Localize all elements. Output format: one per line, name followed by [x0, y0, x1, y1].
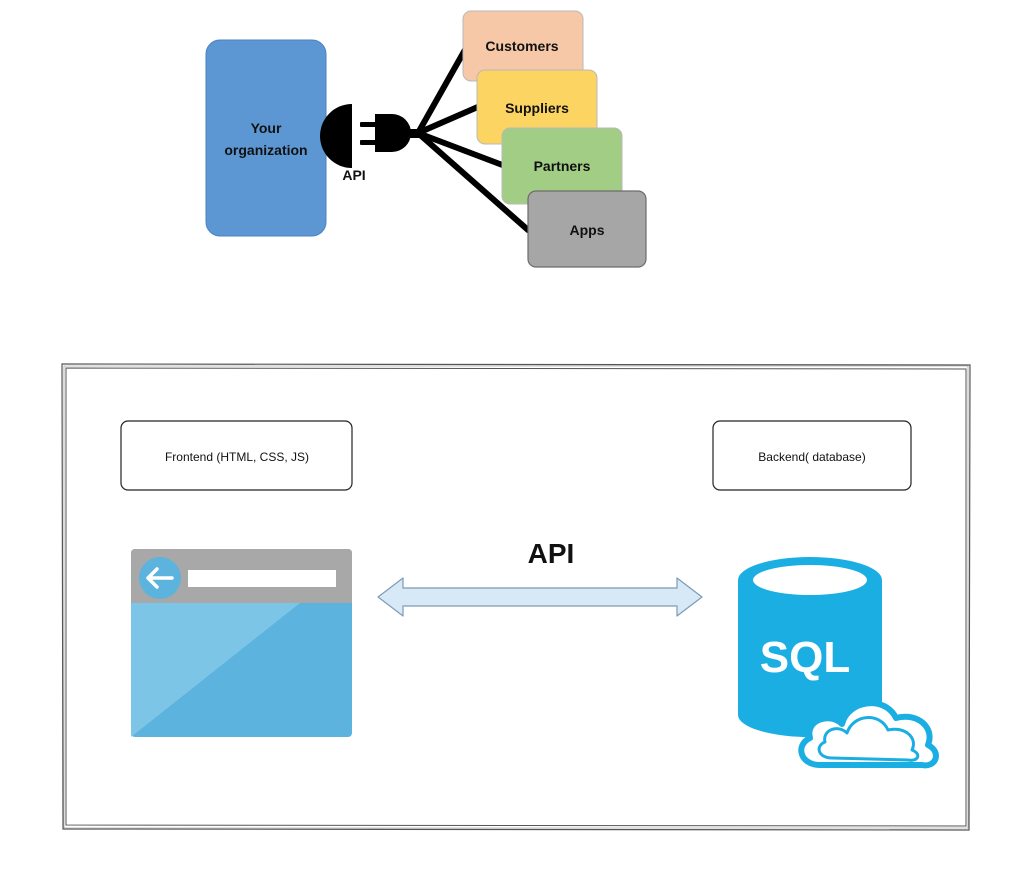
connector-line-apps: [415, 130, 531, 233]
customers-label: Customers: [485, 38, 558, 54]
organization-label-line2: organization: [224, 142, 307, 158]
organization-label-line1: Your: [251, 120, 282, 136]
top-diagram: Your organization API Customers Supplier…: [205, 10, 647, 268]
sql-label: SQL: [760, 633, 850, 682]
frontend-label-box: [120, 420, 353, 491]
api-plug-icon: [360, 114, 420, 152]
backend-label: Backend( database): [758, 450, 865, 464]
bottom-diagram: Frontend (HTML, CSS, JS) Backend( databa…: [61, 363, 971, 831]
connector-lines: [415, 45, 531, 233]
browser-window-icon: [131, 549, 352, 737]
organization-block: [205, 39, 327, 237]
sql-database-cloud-icon: SQL: [738, 557, 939, 769]
bidirectional-arrow-icon: [377, 577, 703, 617]
connector-line-customers: [415, 45, 469, 136]
connector-line-partners: [415, 130, 508, 169]
partners-label: Partners: [534, 158, 591, 174]
backend-label-box: [712, 420, 912, 491]
api-socket-icon: [320, 104, 352, 168]
frontend-label: Frontend (HTML, CSS, JS): [165, 450, 309, 464]
connector-line-suppliers: [415, 103, 483, 136]
apps-box: [527, 190, 647, 268]
top-api-label: API: [342, 167, 365, 183]
diagram-frame: [61, 363, 971, 831]
apps-label: Apps: [570, 222, 605, 238]
bottom-api-label: API: [528, 538, 575, 569]
suppliers-label: Suppliers: [505, 100, 569, 116]
address-bar: [188, 570, 336, 587]
